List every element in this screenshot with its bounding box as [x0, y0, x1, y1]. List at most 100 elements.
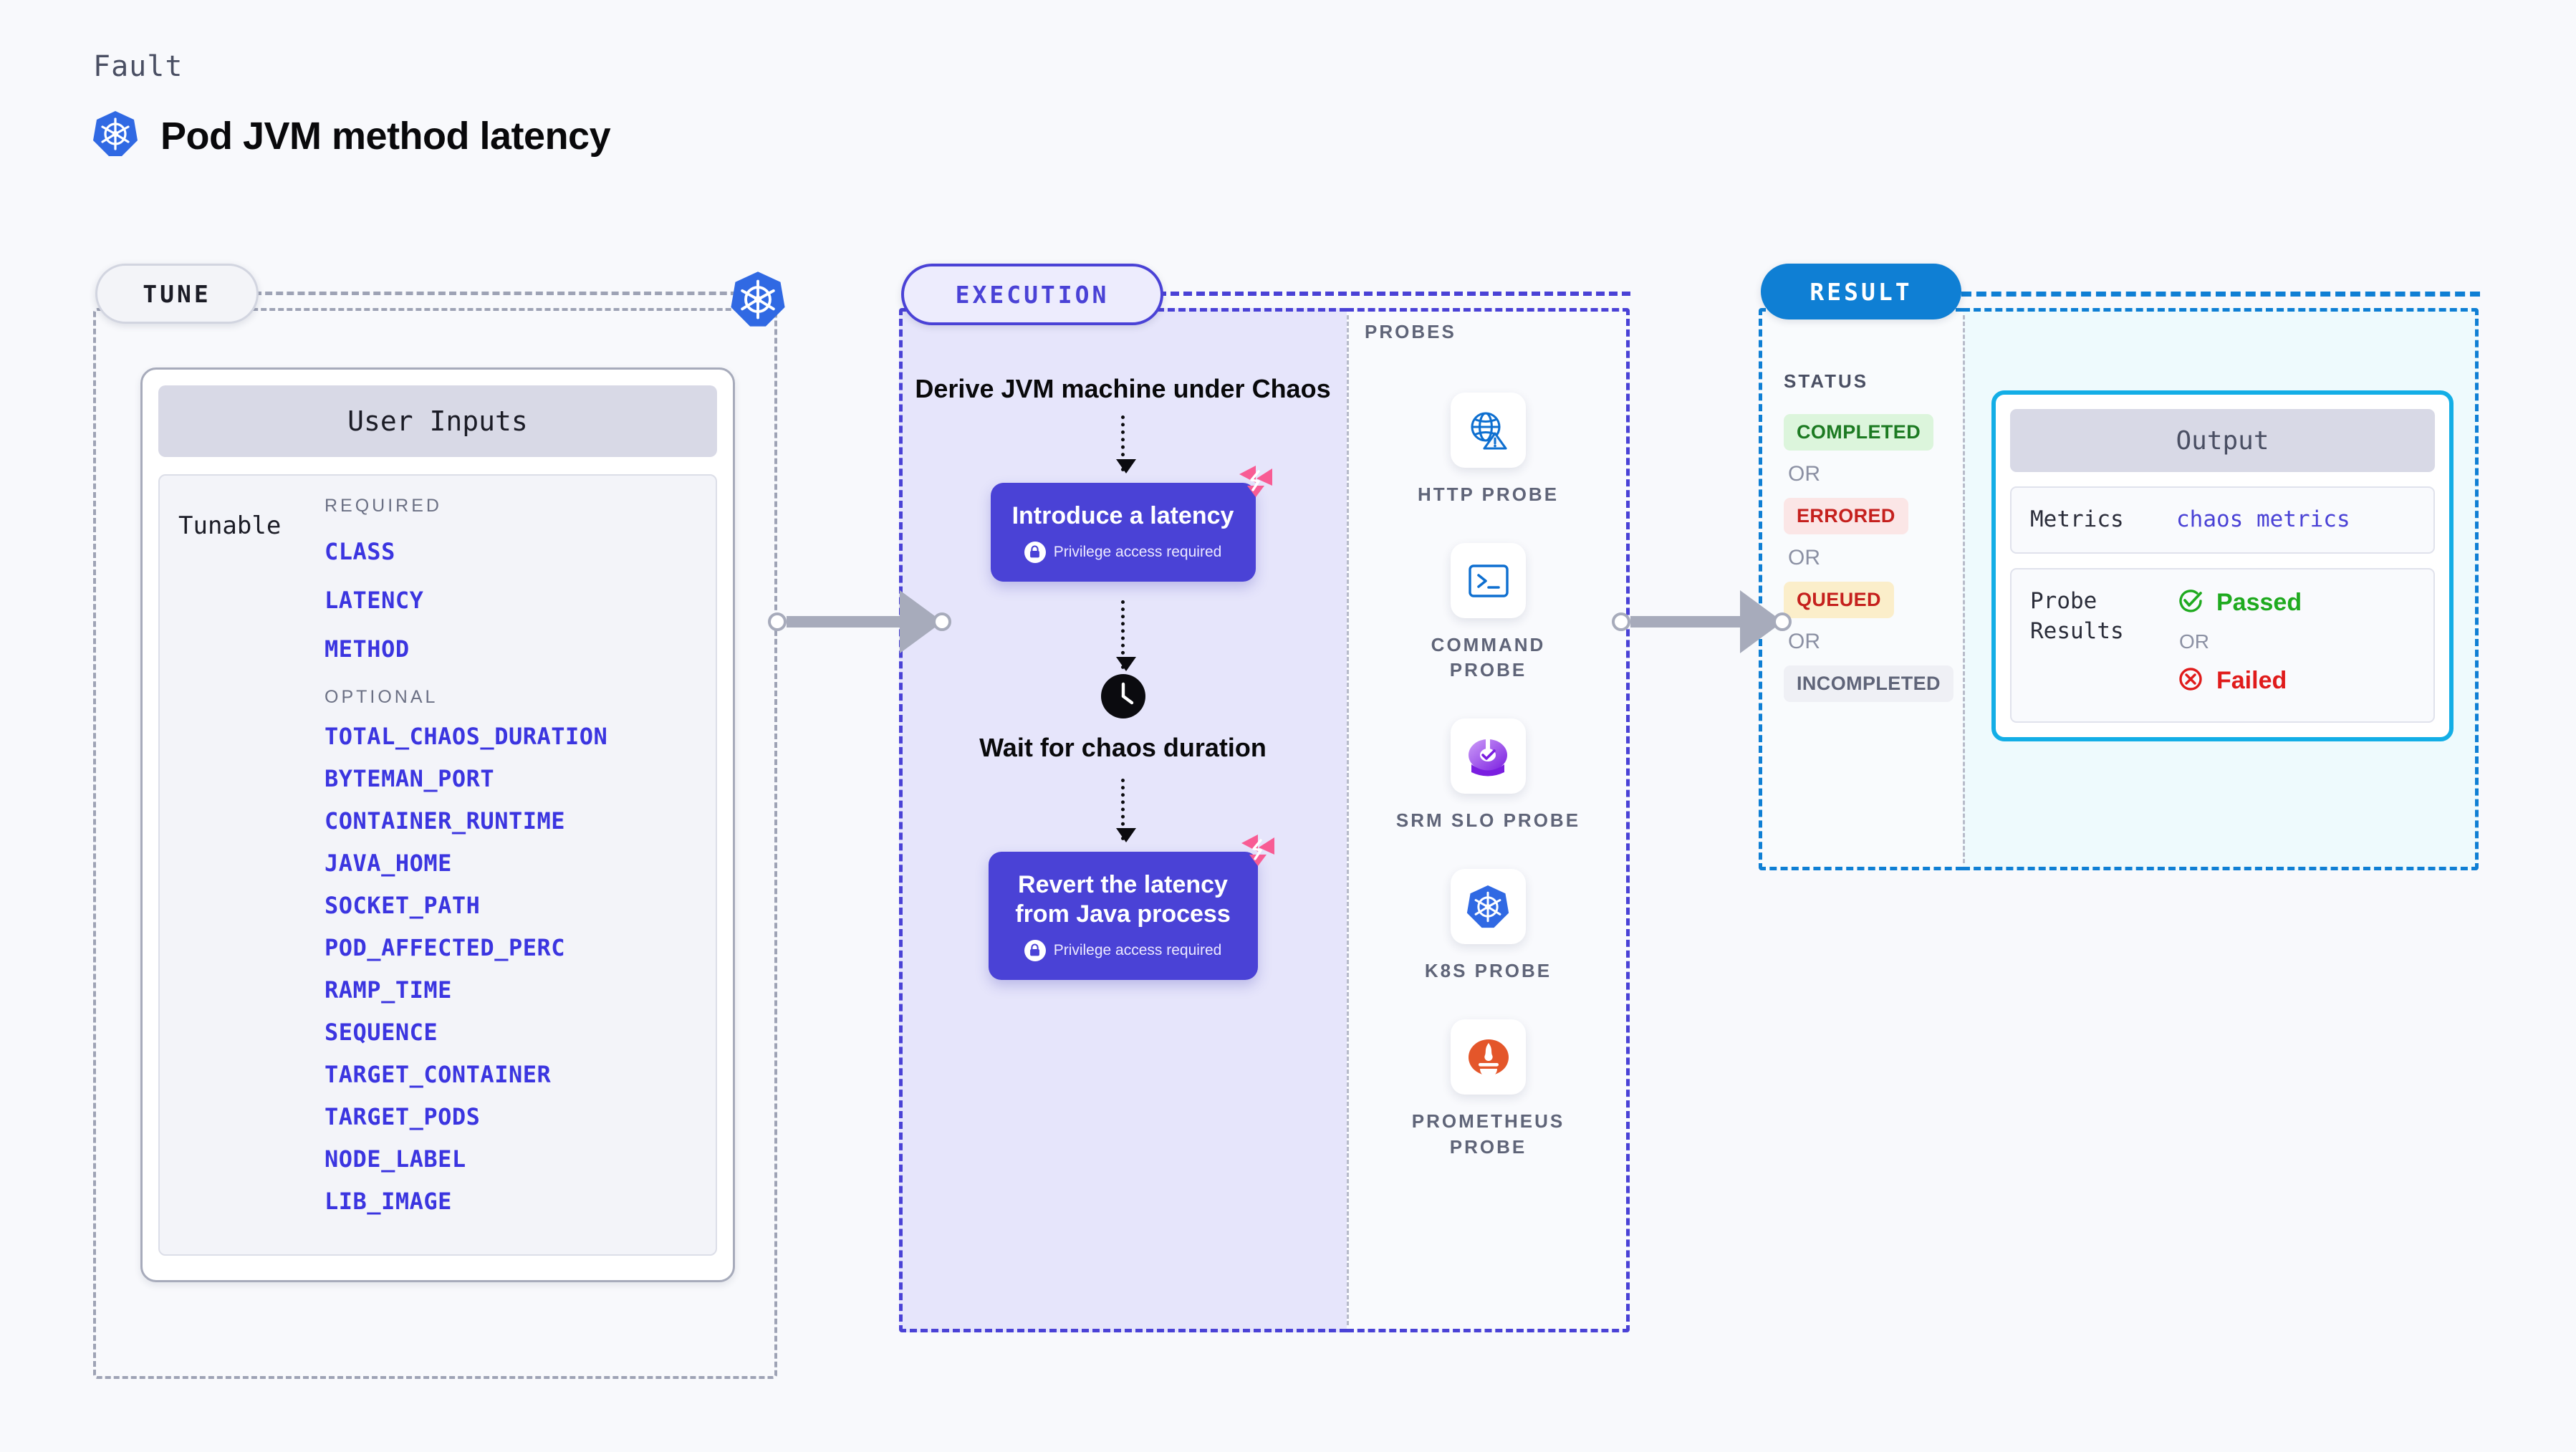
result-section-pill[interactable]: RESULT [1761, 264, 1961, 319]
probes-list: HTTP PROBE COMMAND PROBE [1347, 393, 1630, 1160]
status-or-1: OR [1788, 462, 1820, 486]
connector-dot-left [768, 612, 787, 631]
page-title-row: Pod JVM method latency [93, 110, 611, 161]
execution-step-4-subtitle-row: Privilege access required [1001, 939, 1245, 961]
param-pod-affected-perc[interactable]: POD_AFFECTED_PERC [325, 934, 566, 961]
status-list: COMPLETED OR ERRORED OR QUEUED OR INCOMP… [1784, 414, 1953, 702]
execution-step-2-subtitle-row: Privilege access required [1004, 541, 1243, 563]
kubernetes-icon [1450, 869, 1526, 945]
tune-panel [93, 308, 777, 1379]
param-target-pods[interactable]: TARGET_PODS [325, 1103, 481, 1130]
param-node-label[interactable]: NODE_LABEL [325, 1145, 466, 1173]
connector-dot-right [1773, 612, 1792, 631]
x-circle-icon [2176, 665, 2205, 697]
globe-warning-icon [1450, 393, 1526, 468]
probe-item-k8s[interactable]: K8S PROBE [1425, 869, 1552, 984]
execution-connector-line [1158, 292, 1630, 296]
execution-step-2-card[interactable]: Introduce a latency Privilege access req… [990, 466, 1272, 582]
output-metrics-key: Metrics [2030, 506, 2124, 532]
param-class[interactable]: CLASS [325, 538, 395, 565]
user-inputs-header: User Inputs [158, 385, 717, 457]
lock-icon [1024, 939, 1046, 961]
probes-panel [1347, 308, 1630, 1332]
page-title: Pod JVM method latency [160, 114, 611, 158]
probes-divider [1347, 315, 1349, 1325]
param-sequence[interactable]: SEQUENCE [325, 1019, 438, 1046]
execution-section-pill[interactable]: EXECUTION [901, 264, 1163, 325]
kubernetes-icon [731, 271, 785, 332]
tunable-section: Tunable REQUIRED CLASS LATENCY METHOD OP… [158, 474, 717, 1256]
probe-item-srm-slo[interactable]: SRM SLO PROBE [1396, 718, 1580, 833]
param-socket-path[interactable]: SOCKET_PATH [325, 892, 481, 919]
status-badge-errored: ERRORED [1784, 498, 1908, 534]
required-heading: REQUIRED [325, 496, 442, 516]
probe-label-srm-slo: SRM SLO PROBE [1395, 809, 1581, 832]
tune-connector-line [254, 292, 749, 295]
output-header: Output [2010, 409, 2435, 472]
flow-arrow-3 [1116, 778, 1136, 842]
probe-label-prometheus: PROMETHEUS PROBE [1411, 1110, 1565, 1158]
litmus-chaos-icon [1239, 833, 1277, 871]
param-latency[interactable]: LATENCY [325, 587, 424, 614]
param-target-container[interactable]: TARGET_CONTAINER [325, 1061, 552, 1088]
flow-arrow-2 [1116, 600, 1136, 671]
status-or-3: OR [1788, 630, 1820, 653]
param-total-chaos-duration[interactable]: TOTAL_CHAOS_DURATION [325, 723, 608, 750]
litmus-chaos-icon [1237, 464, 1274, 502]
execution-step-3-title: Wait for chaos duration [979, 732, 1267, 762]
param-byteman-port[interactable]: BYTEMAN_PORT [325, 765, 495, 792]
required-params-list: CLASS LATENCY METHOD [325, 538, 701, 663]
probe-result-failed: Failed [2176, 665, 2433, 697]
execution-step-4-subtitle: Privilege access required [1053, 941, 1222, 958]
execution-step-2-title: Introduce a latency [1011, 502, 1234, 530]
fault-kicker: Fault [93, 50, 183, 83]
optional-heading: OPTIONAL [325, 687, 438, 707]
lock-icon [1024, 541, 1046, 563]
clock-icon [1100, 673, 1146, 723]
status-badge-completed: COMPLETED [1784, 414, 1934, 451]
param-lib-image[interactable]: LIB_IMAGE [325, 1188, 452, 1215]
execution-step-1-title: Derive JVM machine under Chaos [915, 374, 1331, 403]
failed-label: Failed [2216, 666, 2287, 694]
passed-label: Passed [2216, 588, 2302, 616]
output-metrics-row: Metrics chaos metrics [2010, 486, 2435, 554]
kubernetes-icon [93, 110, 138, 161]
optional-params-list: TOTAL_CHAOS_DURATION BYTEMAN_PORT CONTAI… [325, 723, 701, 1215]
status-title: STATUS [1784, 370, 1869, 392]
probe-label-k8s: K8S PROBE [1424, 960, 1552, 982]
connector-bar [1630, 616, 1741, 628]
check-circle-icon [2176, 587, 2205, 619]
execution-step-2-subtitle: Privilege access required [1053, 543, 1222, 560]
probe-label-http: HTTP PROBE [1417, 484, 1559, 505]
result-divider [1963, 315, 1965, 863]
probe-item-http[interactable]: HTTP PROBE [1418, 393, 1559, 507]
param-ramp-time[interactable]: RAMP_TIME [325, 976, 452, 1004]
right-arrow-connector [768, 590, 951, 653]
terminal-icon [1451, 543, 1526, 619]
tune-section-pill[interactable]: TUNE [95, 264, 259, 324]
output-metrics-value[interactable]: chaos metrics [2176, 506, 2350, 532]
connector-bar [787, 616, 901, 628]
connector-dot-right [933, 612, 951, 631]
tunable-label: Tunable [178, 511, 282, 540]
page-header: Fault Pod JVM method latency [93, 50, 611, 161]
status-or-2: OR [1788, 546, 1820, 569]
param-container-runtime[interactable]: CONTAINER_RUNTIME [325, 807, 566, 835]
result-connector-line [1961, 292, 2480, 297]
probes-title: PROBES [1365, 321, 1456, 342]
execution-step-4-title: Revert the latency from Java process [1015, 870, 1231, 928]
prometheus-icon [1451, 1019, 1526, 1095]
right-arrow-connector [1612, 590, 1792, 653]
execution-step-4-card[interactable]: Revert the latency from Java process Pri… [988, 834, 1274, 980]
probe-item-prometheus[interactable]: PROMETHEUS PROBE [1395, 1019, 1582, 1159]
slo-gauge-icon [1450, 718, 1526, 794]
param-java-home[interactable]: JAVA_HOME [325, 850, 452, 877]
probe-item-command[interactable]: COMMAND PROBE [1395, 543, 1582, 683]
probe-result-or: OR [2179, 630, 2209, 653]
status-badge-incompleted: INCOMPLETED [1784, 665, 1953, 702]
param-method[interactable]: METHOD [325, 635, 410, 663]
user-inputs-card: User Inputs Tunable REQUIRED CLASS LATEN… [140, 367, 735, 1282]
